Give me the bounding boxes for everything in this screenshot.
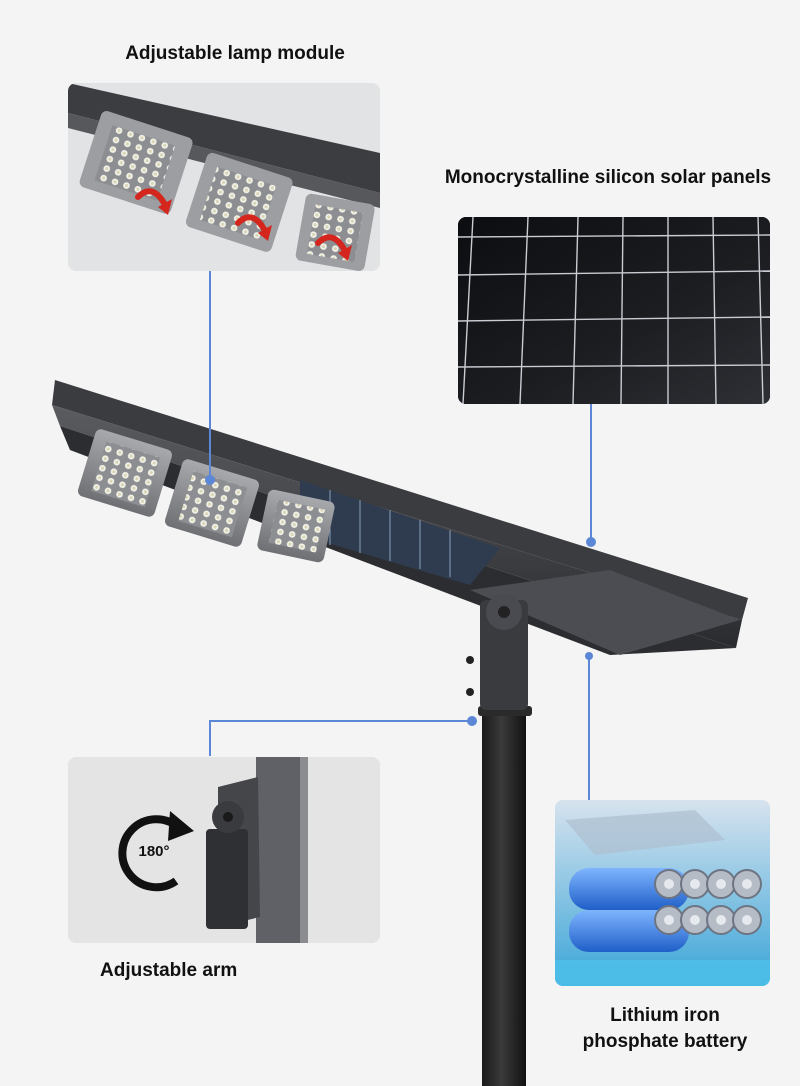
lamp-module-3 (257, 489, 335, 563)
arm-bracket (466, 594, 528, 710)
label-adjustable-arm: Adjustable arm (100, 960, 238, 981)
pole (478, 700, 532, 1086)
rotation-angle-label: 180° (138, 843, 170, 860)
lamp-module-2 (165, 459, 259, 547)
rotation-180-icon (118, 811, 194, 892)
solar-panel-closeup (458, 217, 770, 404)
rotate-arrow-icon (135, 188, 347, 252)
connector-lines (209, 270, 592, 800)
label-battery-line2: phosphate battery (582, 1031, 748, 1052)
battery-closeup-panel (555, 800, 770, 986)
label-solar-panels: Monocrystalline silicon solar panels (444, 167, 772, 188)
connector-dots (205, 475, 596, 726)
lamp-module-1 (78, 429, 172, 517)
label-battery-line1: Lithium iron (610, 1005, 720, 1026)
label-battery: Lithium iron phosphate battery (565, 1003, 765, 1055)
lamp-module-closeup-panel (68, 83, 380, 271)
underside-solar-strip (300, 480, 500, 585)
adjustable-arm-closeup-panel: 180° (68, 757, 380, 943)
label-adjustable-lamp-module: Adjustable lamp module (125, 43, 345, 64)
street-light-body (52, 380, 748, 710)
